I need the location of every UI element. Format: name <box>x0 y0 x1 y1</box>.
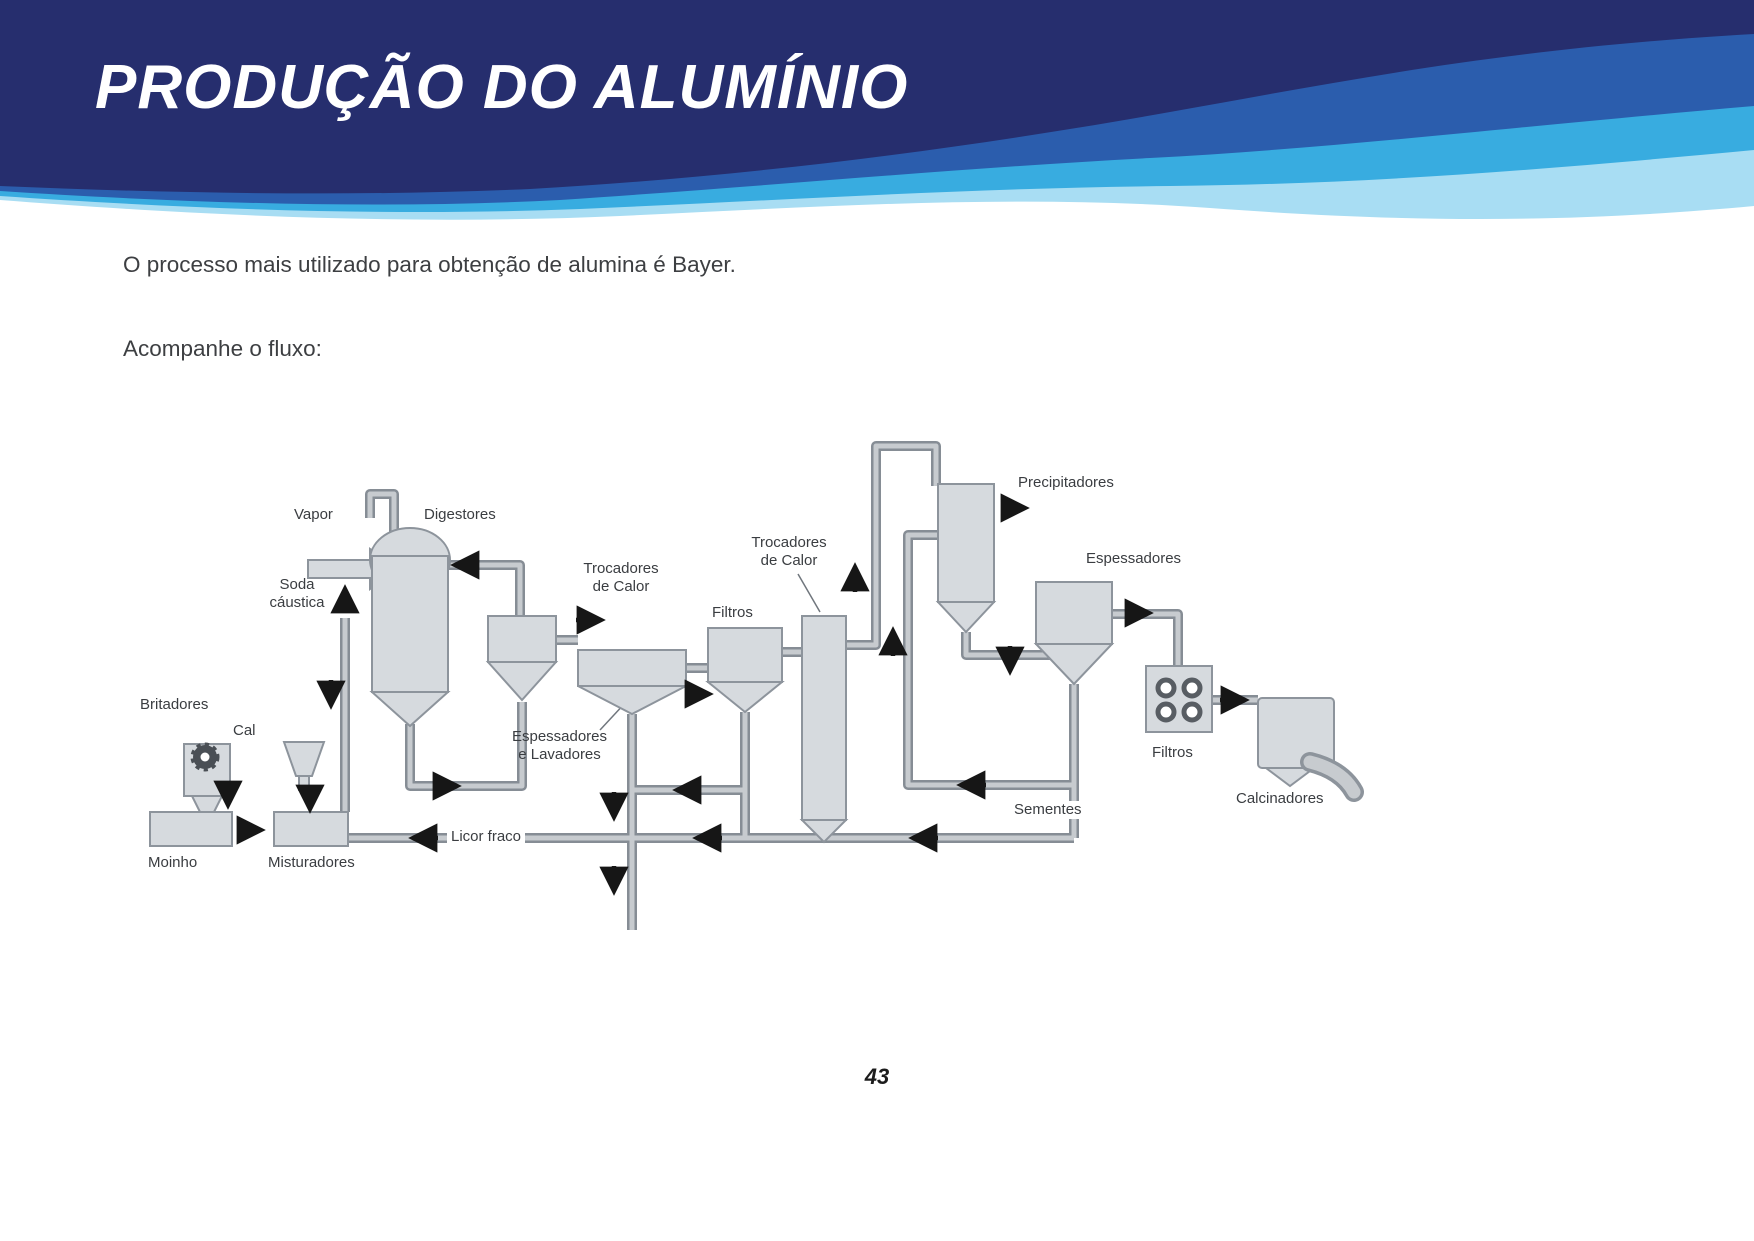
label-espessadores: Espessadores <box>1086 550 1182 567</box>
thickener-cone <box>1033 643 1115 686</box>
page-header: PRODUÇÃO DO ALUMÍNIO <box>0 0 1754 238</box>
heat-exchanger1-body <box>487 615 557 663</box>
thickener-body <box>1035 581 1113 645</box>
heat-exchanger2-column <box>801 615 847 821</box>
label-precipitadores: Precipitadores <box>1018 474 1114 491</box>
label-britadores: Britadores <box>140 696 209 713</box>
label-filtros-1: Filtros <box>712 604 753 621</box>
label-misturadores: Misturadores <box>268 854 355 871</box>
follow-text: Acompanhe o fluxo: <box>123 336 322 361</box>
label-espessadores-lavadores: Espessadores e Lavadores <box>511 728 608 763</box>
label-digestores: Digestores <box>424 506 496 523</box>
page-number: 43 <box>864 1064 890 1089</box>
filter-press-cell-icon <box>1155 701 1177 723</box>
filter1-body <box>707 627 783 683</box>
filter-press-cell-icon <box>1181 701 1203 723</box>
label-trocadores-calor-2: Trocadores de Calor <box>751 534 827 569</box>
filter1-cone <box>705 681 785 714</box>
thickener-washer-body <box>577 649 687 687</box>
digester-body <box>371 555 449 693</box>
intro-text: O processo mais utilizado para obtenção … <box>123 252 736 277</box>
precipitator-body <box>937 483 995 603</box>
precipitator-cone <box>935 601 997 634</box>
heat-exchanger2-taper <box>799 819 849 844</box>
equipment <box>149 483 1364 847</box>
digester-cone <box>369 691 451 728</box>
label-trocadores-calor-1: Trocadores de Calor <box>583 560 659 595</box>
crusher-chute <box>190 795 224 813</box>
header-waves <box>0 0 1754 220</box>
mixer-tank <box>273 811 349 847</box>
label-sementes: Sementes <box>1010 801 1086 819</box>
label-vapor: Vapor <box>294 506 333 523</box>
heat-exchanger1-cone <box>485 661 559 702</box>
label-filtros-2: Filtros <box>1152 744 1193 761</box>
flow-arrows <box>213 493 1250 896</box>
lime-hopper-stem <box>298 775 310 791</box>
lime-hopper <box>282 741 326 777</box>
label-calcinadores: Calcinadores <box>1236 790 1324 807</box>
label-moinho: Moinho <box>148 854 198 871</box>
filter-press-cell-icon <box>1181 677 1203 699</box>
calciner-cone <box>1263 767 1317 788</box>
page-title: PRODUÇÃO DO ALUMÍNIO <box>95 53 909 122</box>
leader-trocadores2 <box>797 573 821 613</box>
filter-press-cell-icon <box>1155 677 1177 699</box>
wave-navy <box>0 0 1754 194</box>
label-soda-caustica: Soda cáustica <box>269 576 325 611</box>
crusher-gear-hub <box>200 752 210 762</box>
thickener-washer-cone <box>577 685 687 716</box>
calciner-spout-fill <box>1303 755 1361 799</box>
mill-tank <box>149 811 233 847</box>
label-licor-fraco: Licor fraco <box>447 828 526 846</box>
label-cal: Cal <box>233 722 256 739</box>
filter-press-body <box>1145 665 1213 733</box>
